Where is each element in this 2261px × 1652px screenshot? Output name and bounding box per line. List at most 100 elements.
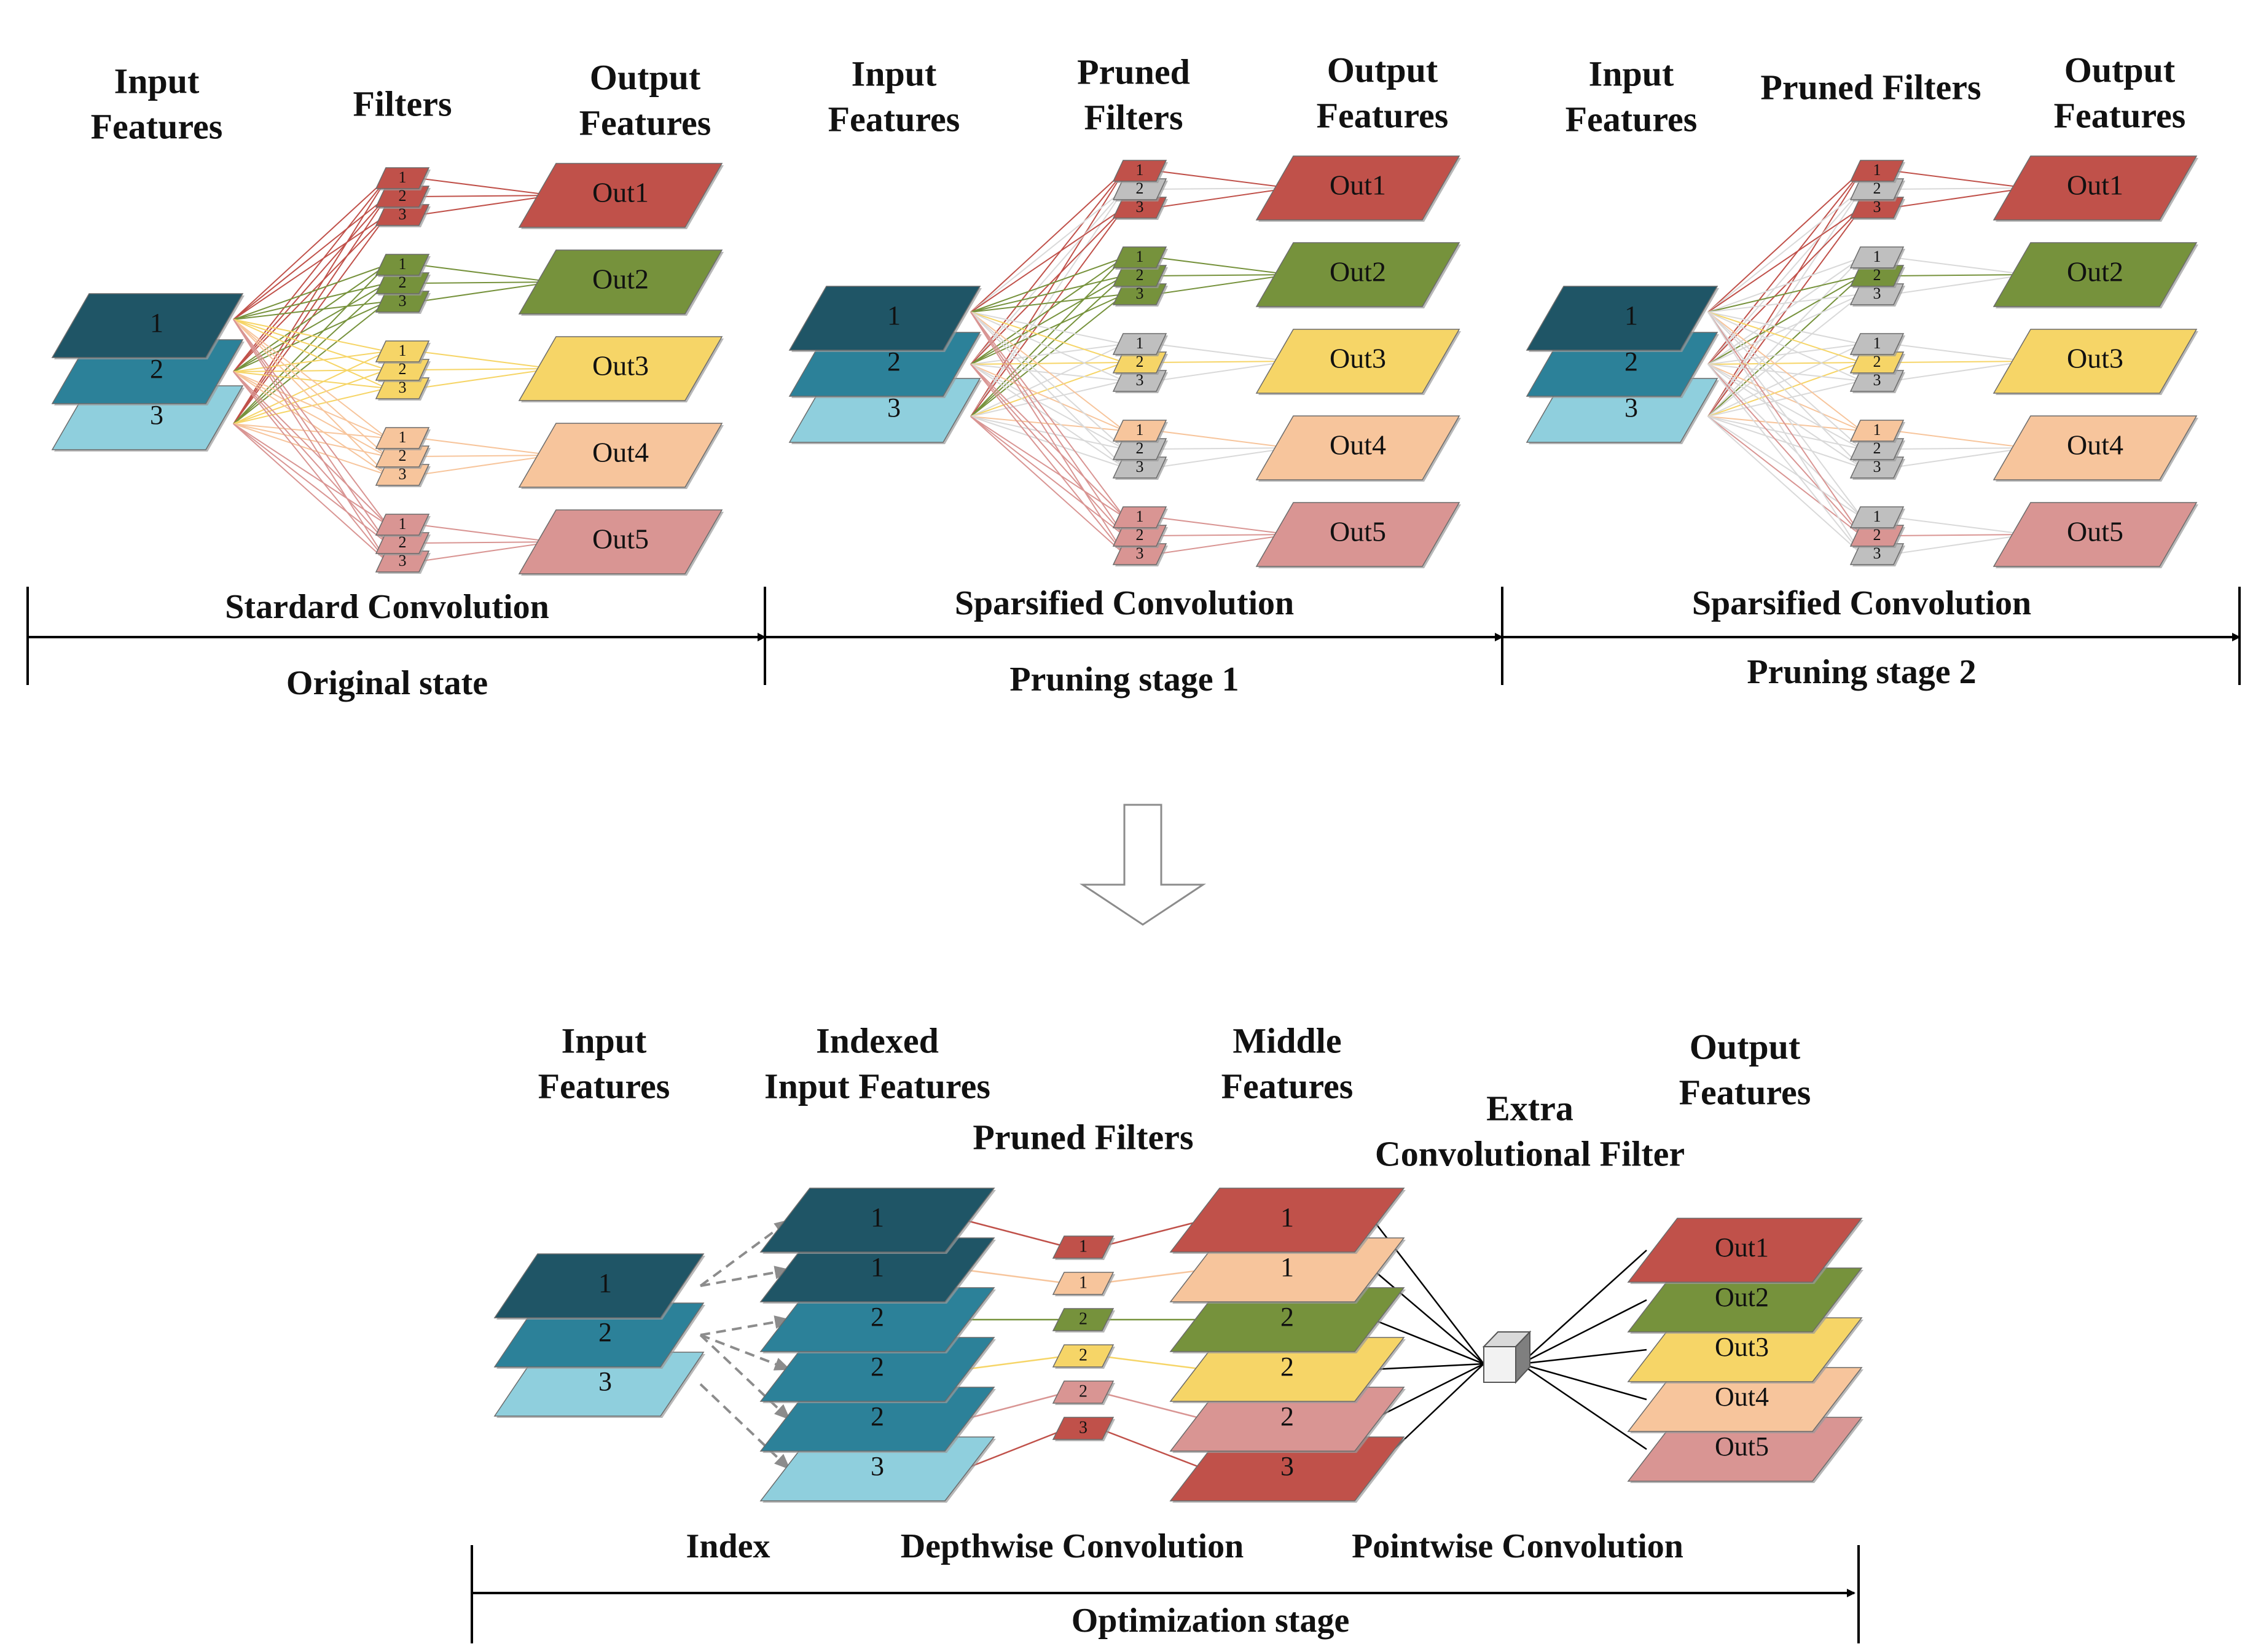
panel3-input-filter-line xyxy=(1707,364,1862,555)
bottom-output-label-4: Out4 xyxy=(1715,1382,1769,1412)
panel2-input-filter-line xyxy=(970,311,1125,536)
panel3-filter-digit: 2 xyxy=(1873,266,1881,284)
panel3-filter-digit: 3 xyxy=(1873,371,1881,389)
panel2-filter-digit: 2 xyxy=(1136,439,1144,457)
bottom-input-layer-1 xyxy=(493,1253,705,1318)
panel3-filter-output-line xyxy=(1892,274,2028,295)
panel1-input-filter-line xyxy=(233,319,388,525)
panel2-filter-output-line xyxy=(1154,187,1291,190)
panel3-input-label-line-0: Input xyxy=(1589,53,1674,93)
panel3-filter-1-1 xyxy=(1849,160,1905,182)
bottom-output-label-line-0: Output xyxy=(1690,1027,1801,1067)
panel1-output-1 xyxy=(518,163,723,228)
panel2-input-filter-line xyxy=(970,364,1125,555)
panel1-input-filter-line xyxy=(233,423,388,544)
bottom-pointwise-label: Pointwise Convolution xyxy=(1352,1527,1683,1565)
bottom-middle-num-5: 2 xyxy=(1280,1401,1294,1431)
panel3-output-5 xyxy=(1993,502,2198,567)
bottom-indexed-num-1: 1 xyxy=(871,1202,884,1232)
panel1-filter-digit: 2 xyxy=(399,273,407,291)
panel2-input-filter-line xyxy=(970,362,1125,365)
index-arrow xyxy=(699,1219,791,1287)
bottom-pruned-filter-5 xyxy=(1052,1380,1115,1404)
panel2-output-5 xyxy=(1255,502,1460,567)
panel2-input-filter-line xyxy=(970,364,1125,382)
bottom-cube-out-line xyxy=(1520,1299,1647,1365)
panel3-filter-output-line xyxy=(1892,447,2028,450)
down-arrow-icon xyxy=(1080,804,1206,926)
panel2-input-filter-line xyxy=(970,364,1125,431)
panel1-input-filter-line xyxy=(233,319,388,389)
panel2-filter-digit: 3 xyxy=(1136,544,1144,562)
panel3-filter-3-1 xyxy=(1849,333,1905,355)
panel1-input-filter-line xyxy=(233,371,388,525)
panel2-filter-output-line xyxy=(1154,343,1291,362)
panel2-input-filter-line xyxy=(970,416,1125,536)
panel3-filter-digit: 2 xyxy=(1873,439,1881,457)
panel3-input-filter-line xyxy=(1707,189,1862,313)
bottom-cube-out-line xyxy=(1520,1363,1647,1401)
panel3-output-label-3: Out3 xyxy=(2067,343,2123,374)
bottom-output-label-2: Out2 xyxy=(1715,1282,1769,1312)
panel1-filter-output-line xyxy=(417,351,554,369)
panel1-filter-digit: 3 xyxy=(399,205,407,223)
bottom-pruned-filter-num-1: 1 xyxy=(1079,1237,1087,1256)
bottom-pruned-filter-1 xyxy=(1052,1235,1115,1259)
panel2-filter-digit: 3 xyxy=(1136,198,1144,216)
panel3-output-4 xyxy=(1993,415,2198,480)
panel3-filter-digit: 1 xyxy=(1873,421,1881,439)
bottom-input-num-2: 2 xyxy=(598,1317,612,1347)
bottom-indexed-layer-1 xyxy=(759,1188,995,1253)
panel3-filter-digit: 3 xyxy=(1873,544,1881,562)
panel1-filters-label: Filters xyxy=(353,84,452,123)
panel2-filter-output-line xyxy=(1154,534,1291,555)
bottom-pruned-filter-num-2: 1 xyxy=(1079,1273,1087,1292)
bottom-output-label-5: Out5 xyxy=(1715,1431,1769,1462)
panel3-filter-digit: 2 xyxy=(1873,179,1881,197)
panel2-output-label-4: Out4 xyxy=(1330,429,1386,461)
panel3-filter-digit: 3 xyxy=(1873,458,1881,476)
panel1-output-5 xyxy=(518,509,723,574)
panel2-filter-digit: 2 xyxy=(1136,179,1144,197)
panel3-input-filter-line xyxy=(1707,311,1862,518)
panel1-filter-digit: 1 xyxy=(399,168,407,186)
bottom-middle-num-1: 1 xyxy=(1280,1202,1294,1232)
panel3-input-filter-line xyxy=(1707,311,1862,382)
panel3-output-label-2: Out2 xyxy=(2067,256,2123,288)
panel3-input-filter-line xyxy=(1707,364,1862,431)
panel3-input-layer-1 xyxy=(1526,286,1718,351)
bottom-input-num-1: 1 xyxy=(598,1268,612,1298)
panel2-output-1 xyxy=(1255,155,1460,221)
panel1-input-filter-line xyxy=(233,371,388,562)
panel1-input-filter-line xyxy=(233,178,388,320)
panel2-filter-output-line xyxy=(1154,361,1291,363)
panel2-input-filter-line xyxy=(970,311,1125,555)
panel1-input-filter-line xyxy=(233,283,388,320)
panel3-filter-5-1 xyxy=(1849,506,1905,528)
panel1-input-filter-line xyxy=(233,423,388,562)
bottom-pruned-filter-3 xyxy=(1052,1308,1115,1331)
bottom-indexed-num-5: 2 xyxy=(871,1401,884,1431)
panel1-filter-digit: 1 xyxy=(399,255,407,273)
panel2-input-layer-num-2: 2 xyxy=(887,346,901,377)
bottom-indexed-num-2: 1 xyxy=(871,1252,884,1282)
panel1-filter-output-line xyxy=(417,524,554,542)
panel1-filter-digit: 3 xyxy=(399,552,407,570)
bottom-mid-cube-line xyxy=(1373,1318,1484,1365)
panel1-filter-digit: 3 xyxy=(399,378,407,396)
panel1-filter-2-1 xyxy=(375,254,430,276)
bottom-pruned-filter-num-3: 2 xyxy=(1079,1309,1087,1328)
panel2-filter-5-1 xyxy=(1112,506,1167,528)
panel2-input-filter-line xyxy=(970,311,1125,382)
bottom-idx-filter-line xyxy=(964,1269,1068,1285)
panel2-filter-1-1 xyxy=(1112,160,1167,182)
bottom-idx-filter-line xyxy=(964,1427,1068,1470)
panel1-filter-digit: 2 xyxy=(399,533,407,551)
panel1-filter-output-line xyxy=(417,455,554,457)
bottom-extra-label-line-0: Extra xyxy=(1486,1088,1573,1128)
bottom-pruned-filter-num-4: 2 xyxy=(1079,1345,1087,1364)
panel3-input-filter-line xyxy=(1707,416,1862,555)
bottom-indexed-num-6: 3 xyxy=(871,1451,884,1481)
panel1-filter-output-line xyxy=(417,264,554,283)
bottom-pruned-filter-num-5: 2 xyxy=(1079,1382,1087,1401)
